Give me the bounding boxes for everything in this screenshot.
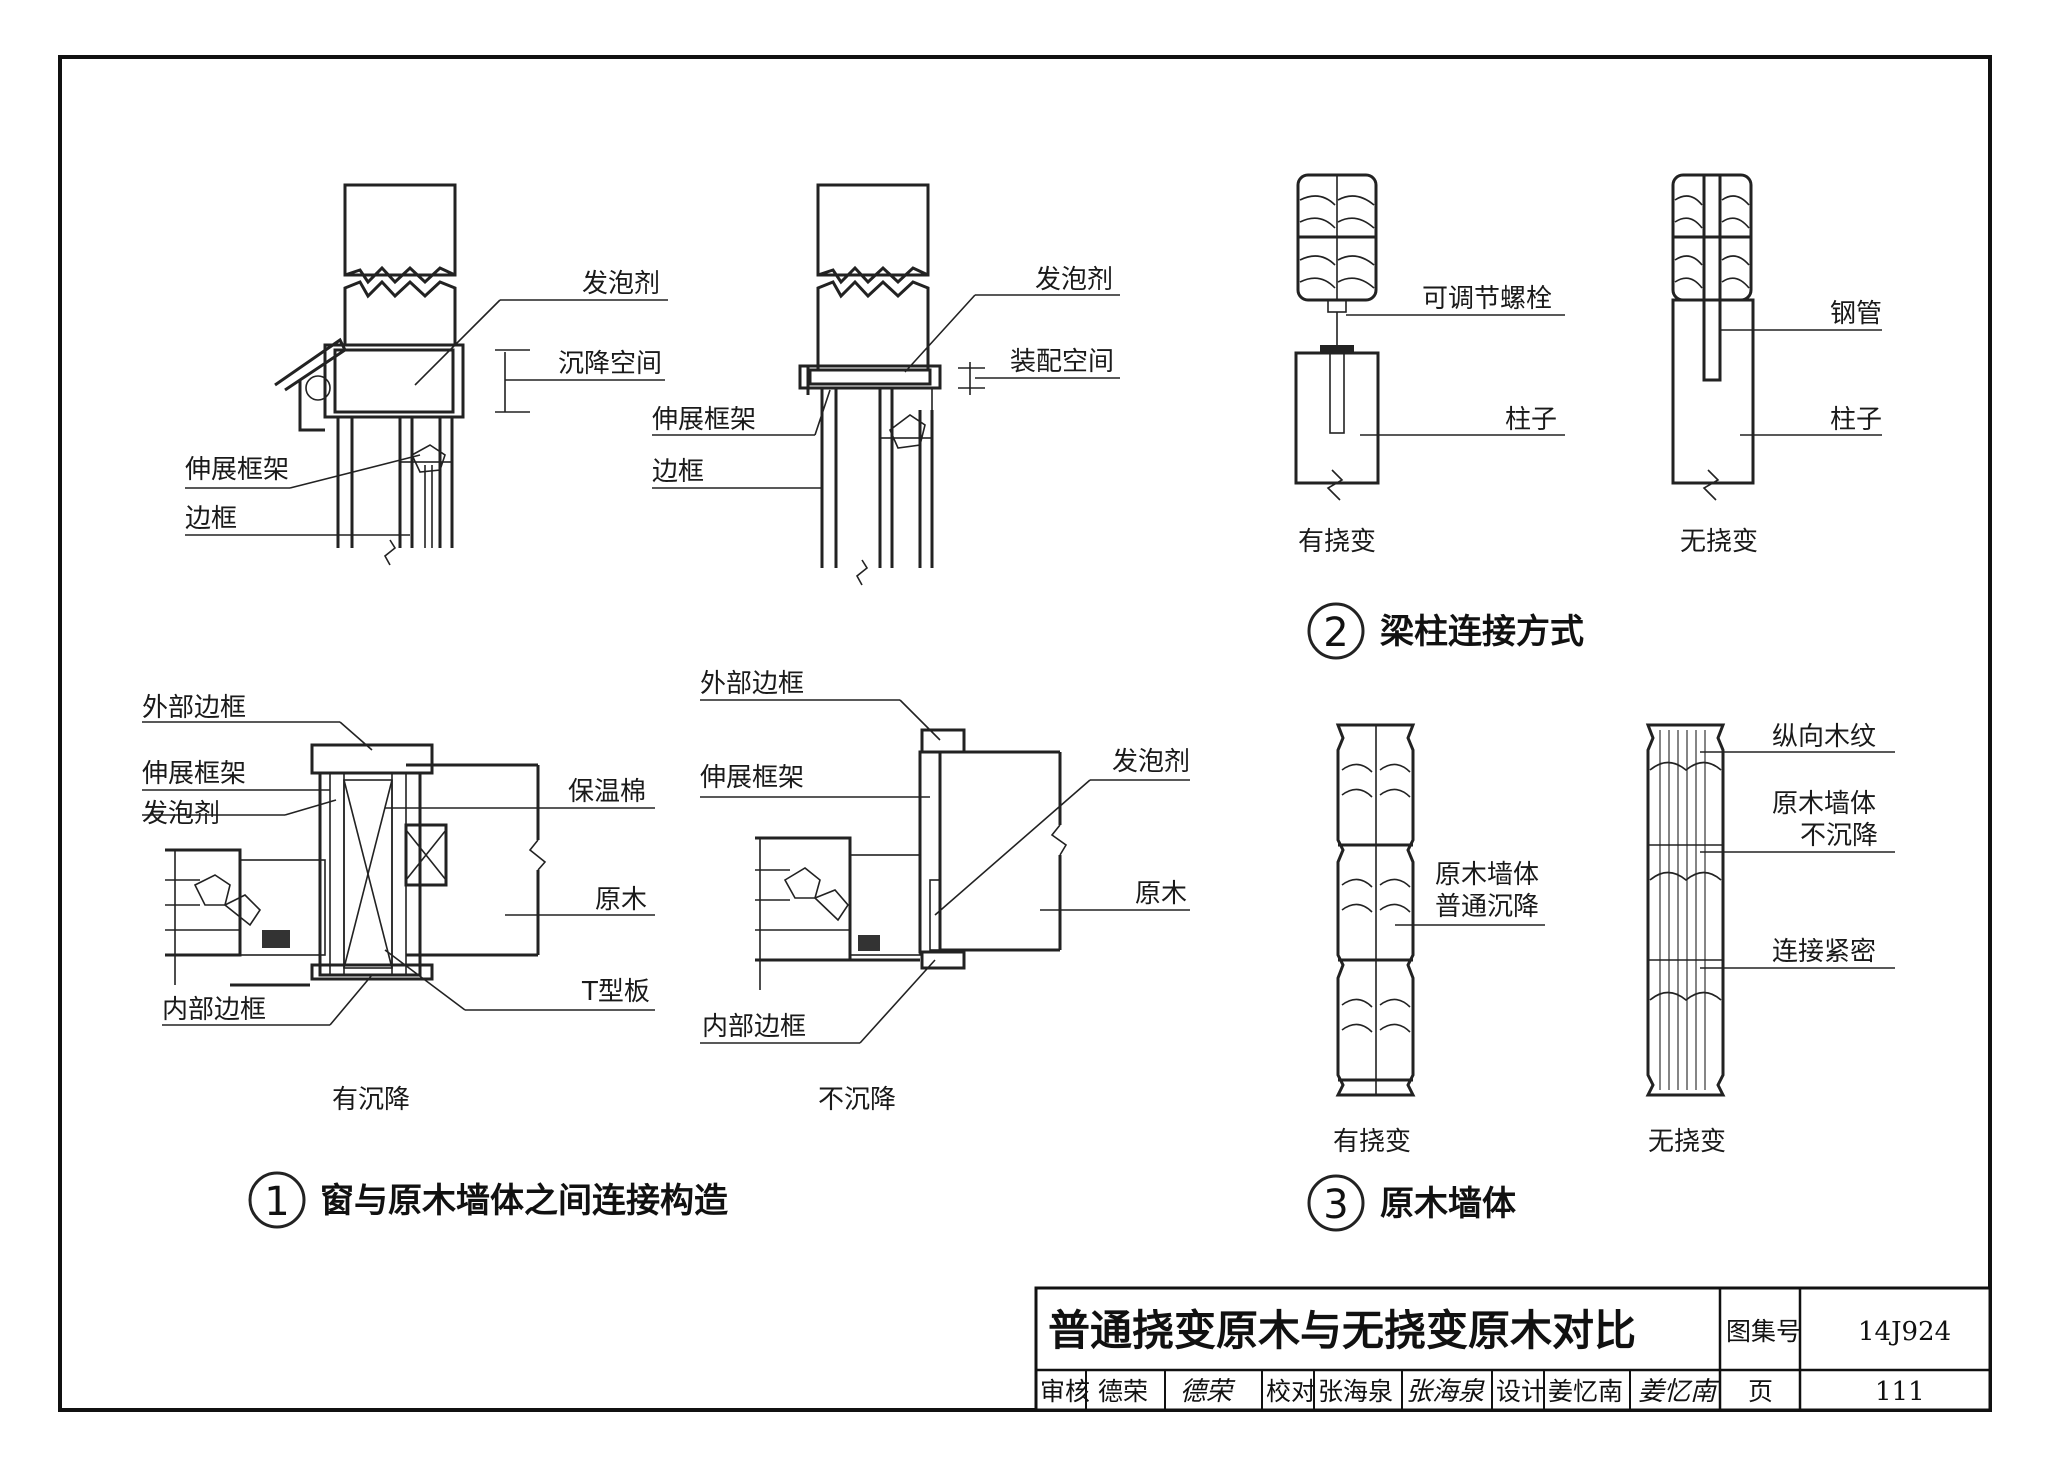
detail2-left-section bbox=[1294, 173, 1565, 501]
designer-signature: 姜忆南 bbox=[1638, 1377, 1720, 1407]
detail3-right-section bbox=[1645, 723, 1895, 1097]
label-extension-frame-ur: 伸展框架 bbox=[652, 405, 756, 435]
label-inner-frame-lr: 内部边框 bbox=[702, 1012, 806, 1042]
detail1-title: 窗与原木墙体之间连接构造 bbox=[320, 1181, 728, 1221]
label-t-board: T型板 bbox=[581, 977, 650, 1007]
caption-deflect-d3: 有挠变 bbox=[1333, 1127, 1411, 1157]
label-foam-ll: 发泡剂 bbox=[142, 799, 220, 829]
detail2-number: 2 bbox=[1323, 610, 1348, 656]
label-column-right: 柱子 bbox=[1830, 405, 1882, 435]
design-label: 设计 bbox=[1496, 1377, 1546, 1406]
page-label: 页 bbox=[1748, 1377, 1773, 1406]
label-adjust-bolt: 可调节螺栓 bbox=[1422, 284, 1552, 314]
checker-name: 张海泉 bbox=[1318, 1377, 1393, 1406]
detail1-lower-right-section bbox=[700, 699, 1190, 1044]
label-insulation: 保温棉 bbox=[568, 777, 646, 807]
detail1-number: 1 bbox=[264, 1179, 289, 1225]
review-label: 审核 bbox=[1040, 1377, 1090, 1406]
caption-with-settle: 有沉降 bbox=[332, 1085, 410, 1115]
detail3-number: 3 bbox=[1323, 1182, 1348, 1228]
detail1-number-circle bbox=[248, 1171, 306, 1229]
caption-no-deflect-d3: 无挠变 bbox=[1648, 1127, 1726, 1157]
reviewer-name: 德荣 bbox=[1098, 1377, 1148, 1406]
label-inner-frame-ll: 内部边框 bbox=[162, 995, 266, 1025]
page-number: 111 bbox=[1875, 1377, 1925, 1407]
label-side-frame-ur: 边框 bbox=[652, 457, 704, 487]
detail3-left-section bbox=[1335, 723, 1545, 1097]
label-assembly-space: 装配空间 bbox=[1010, 347, 1114, 377]
label-extension-frame-lr: 伸展框架 bbox=[700, 763, 804, 793]
label-side-frame-ul: 边框 bbox=[185, 504, 237, 534]
designer-name: 姜忆南 bbox=[1548, 1377, 1623, 1406]
label-column-left: 柱子 bbox=[1505, 405, 1557, 435]
detail1-upper-left-section bbox=[185, 183, 668, 566]
detail1-lower-left-section bbox=[142, 721, 655, 1026]
detail2-right-section bbox=[1671, 173, 1882, 501]
atlas-number: 14J924 bbox=[1858, 1317, 1951, 1347]
label-extension-frame-ul: 伸展框架 bbox=[185, 455, 289, 485]
title-block bbox=[1034, 1286, 1992, 1412]
caption-no-deflect-d2: 无挠变 bbox=[1680, 527, 1758, 557]
caption-no-settle: 不沉降 bbox=[818, 1085, 896, 1115]
detail1-upper-right-section bbox=[652, 183, 1120, 586]
drawing-title: 普通挠变原木与无挠变原木对比 bbox=[1048, 1306, 1636, 1355]
detail2-number-circle bbox=[1307, 602, 1365, 660]
label-steel-pipe: 钢管 bbox=[1830, 299, 1882, 329]
check-label: 校对 bbox=[1266, 1377, 1316, 1406]
label-wall-no-settle-1: 原木墙体 bbox=[1772, 789, 1876, 819]
label-foam-lr: 发泡剂 bbox=[1112, 747, 1190, 777]
label-outer-frame-ll: 外部边框 bbox=[142, 693, 246, 723]
atlas-label: 图集号 bbox=[1726, 1317, 1801, 1346]
label-wall-normal-1: 原木墙体 bbox=[1435, 860, 1539, 890]
caption-deflect-d2: 有挠变 bbox=[1298, 527, 1376, 557]
label-outer-frame-lr: 外部边框 bbox=[700, 669, 804, 699]
detail2-title: 梁柱连接方式 bbox=[1380, 612, 1584, 652]
label-longitudinal-grain: 纵向木纹 bbox=[1772, 722, 1876, 752]
label-foam-ul: 发泡剂 bbox=[582, 269, 660, 299]
label-extension-frame-ll: 伸展框架 bbox=[142, 759, 246, 789]
detail3-number-circle bbox=[1307, 1174, 1365, 1232]
reviewer-signature: 德荣 bbox=[1180, 1377, 1236, 1407]
label-log-lr: 原木 bbox=[1135, 879, 1187, 909]
label-wall-no-settle-2: 不沉降 bbox=[1800, 821, 1878, 851]
detail3-title: 原木墙体 bbox=[1380, 1184, 1516, 1224]
label-settle-space: 沉降空间 bbox=[558, 349, 662, 379]
label-tight-joint: 连接紧密 bbox=[1772, 937, 1876, 967]
checker-signature: 张海泉 bbox=[1406, 1377, 1485, 1407]
label-wall-normal-2: 普通沉降 bbox=[1435, 892, 1539, 922]
label-log-ll: 原木 bbox=[595, 885, 647, 915]
label-foam-ur: 发泡剂 bbox=[1035, 265, 1113, 295]
sheet-border bbox=[58, 55, 1992, 1412]
